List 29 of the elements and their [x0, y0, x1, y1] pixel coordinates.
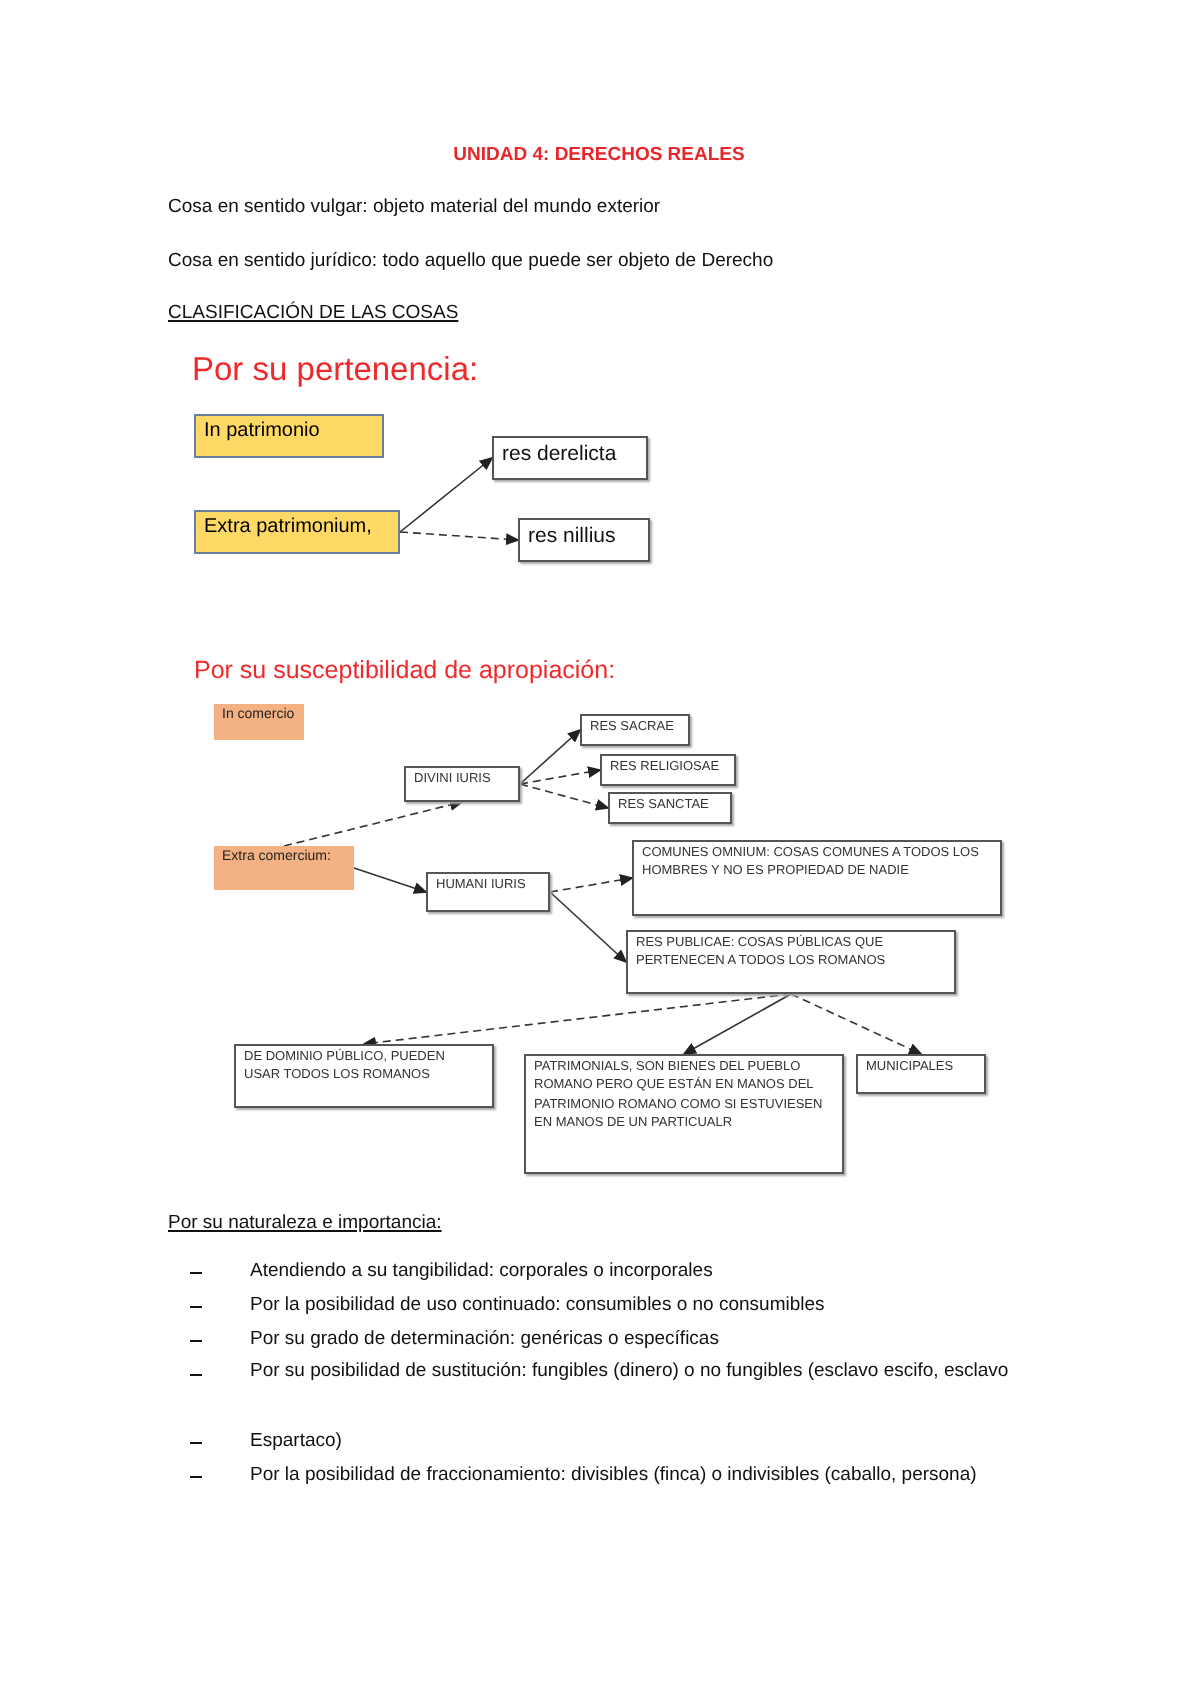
list-item: Por su grado de determinación: genéricas o específicas [250, 1328, 719, 1350]
list-item: Espartaco) [250, 1430, 342, 1452]
section-heading: CLASIFICACIÓN DE LAS COSAS [168, 302, 459, 324]
text-box: res derelicta [492, 436, 648, 480]
arrow [549, 891, 628, 964]
section-heading: Por su susceptibilidad de apropiación: [194, 656, 616, 684]
arrow [399, 456, 494, 533]
arrow [519, 766, 602, 785]
title: UNIDAD 4: DERECHOS REALES [451, 144, 747, 166]
list-item: Por su posibilidad de sustitución: fungibles (dinero) o no fungibles (esclavo escifo, esclavo [250, 1358, 1011, 1386]
arrow [362, 993, 792, 1049]
list-item: Atendiendo a su tangibilidad: corporales o incorporales [250, 1260, 713, 1282]
arrow [399, 531, 520, 546]
arrow [682, 993, 792, 1055]
arrow [549, 874, 634, 893]
section-heading: Por su pertenencia: [192, 352, 479, 390]
section-heading: Por su naturaleza e importancia: [168, 1212, 442, 1234]
text-box: res nillius [518, 518, 650, 562]
category-box: Extra patrimonium, [194, 510, 400, 554]
arrow [519, 783, 610, 811]
category-box: In patrimonio [194, 414, 384, 458]
arrow [519, 728, 582, 785]
text-line: Cosa en sentido jurídico: todo aquello que puede ser objeto de Derecho [168, 250, 774, 272]
arrow [790, 993, 923, 1055]
list-item: Por la posibilidad de fraccionamiento: divisibles (finca) o indivisibles (caballo, persona) [250, 1464, 977, 1486]
arrow [353, 867, 428, 894]
text-line: Cosa en sentido vulgar: objeto material del mundo exterior [168, 196, 661, 218]
list-item: Por la posibilidad de uso continuado: consumibles o no consumibles [250, 1294, 825, 1316]
arrow [283, 799, 464, 847]
